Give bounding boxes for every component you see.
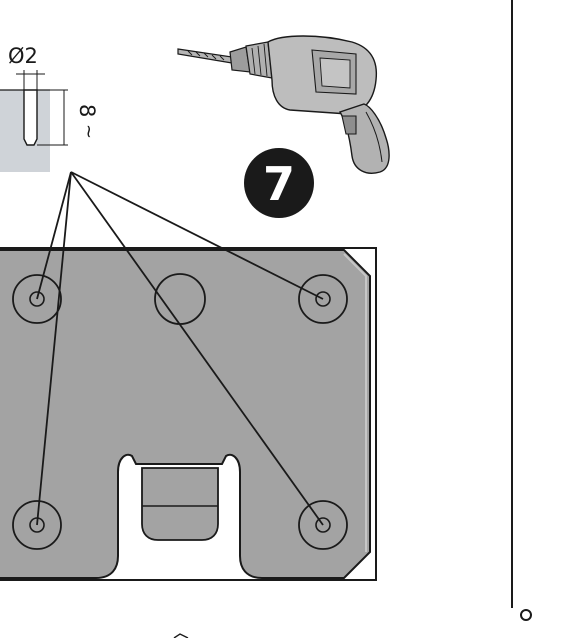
drill-bit <box>177 48 233 64</box>
plate-bevel <box>343 253 367 552</box>
drill-body-panel-inner <box>319 57 351 89</box>
diameter-label: Ø2 <box>8 44 38 68</box>
depth-label-group: 8 <box>75 104 99 117</box>
list-bullet-circle <box>520 609 532 621</box>
depth-dimension: 8 ~ <box>37 89 99 146</box>
depth-prefix-group: ~ <box>78 124 99 139</box>
drill-bit-flutes <box>187 50 225 61</box>
drill-trigger <box>341 115 357 135</box>
leader-line-top-left <box>36 171 72 300</box>
drill-handle-grip <box>365 111 383 163</box>
leader-line-bottom-right <box>70 171 324 526</box>
step-number: 7 <box>263 157 295 211</box>
diameter-dimension: Ø2 <box>8 44 45 90</box>
depth-approx-symbol: ~ <box>78 124 99 139</box>
leader-line-top-right <box>70 171 324 300</box>
leader-line-bottom-left <box>36 171 72 526</box>
hole-cross-section <box>0 89 50 172</box>
step-badge: 7 <box>244 148 314 218</box>
step-badge-circle <box>244 148 314 218</box>
drill-handle <box>338 103 390 174</box>
depth-label: 8 <box>75 104 99 117</box>
drill-chuck-ribs <box>251 43 268 77</box>
mounting-plate <box>0 247 377 581</box>
plate-body <box>0 249 371 579</box>
plate-center-tab <box>141 467 219 541</box>
leader-lines <box>36 171 324 526</box>
partial-component-outline <box>173 633 189 638</box>
drilled-hole <box>23 89 38 146</box>
power-drill-icon <box>177 35 390 174</box>
